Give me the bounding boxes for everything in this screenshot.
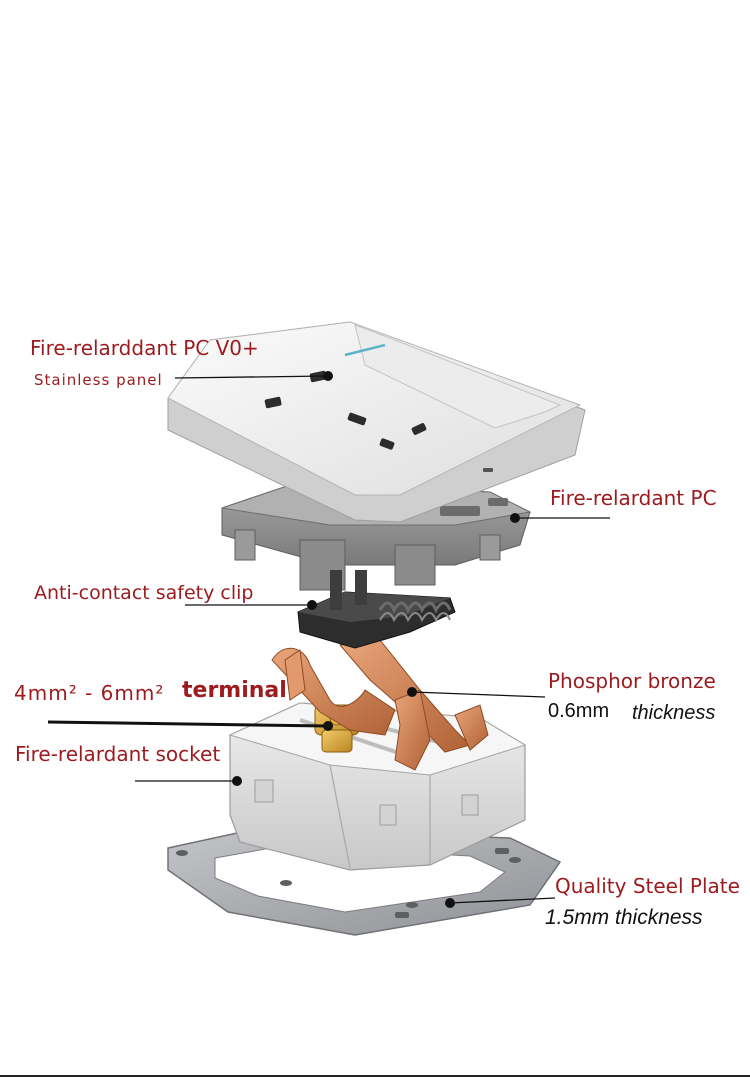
label-bronze-thickness-value: 0.6mm <box>548 700 610 722</box>
bottom-divider <box>0 1075 750 1077</box>
leader-panel <box>174 375 329 379</box>
label-bronze-thickness-word: thickness <box>632 702 716 724</box>
white-panel <box>167 321 586 523</box>
label-clip: Anti-contact safety clip <box>34 582 254 604</box>
leader-dots <box>232 371 520 908</box>
label-socket: Fire-relardant socket <box>15 742 221 766</box>
steel-plate <box>167 827 562 936</box>
label-terminal-word: terminal <box>182 678 287 703</box>
leader-plate <box>449 897 556 904</box>
label-plate: Quality Steel Plate <box>555 874 740 898</box>
safety-clip <box>297 591 456 649</box>
copper-contacts <box>271 639 489 771</box>
label-plate-thickness: 1.5mm thickness <box>545 906 703 929</box>
label-frame: Fire-relardant PC <box>550 486 717 510</box>
label-panel-line1: Fire-relarddant PC V0+ <box>30 336 259 360</box>
label-terminal-size: 4mm² - 6mm² <box>14 681 165 705</box>
leader-bronze <box>411 691 546 698</box>
leader-lines <box>47 375 610 904</box>
label-bronze: Phosphor bronze <box>548 669 716 693</box>
label-panel-line2: Stainless panel <box>34 371 163 389</box>
leader-terminal <box>47 720 329 728</box>
